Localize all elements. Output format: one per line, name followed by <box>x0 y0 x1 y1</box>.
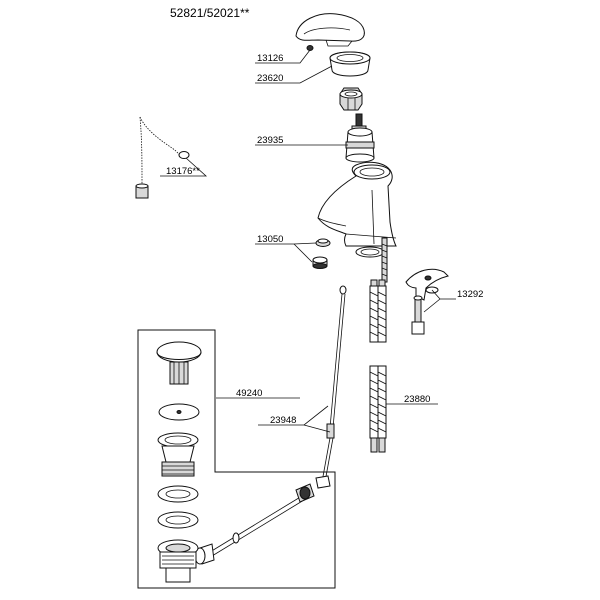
part-label-13050: 13050 <box>257 234 283 245</box>
pivot-rod <box>194 483 315 565</box>
part-label-13176: 13176** <box>166 166 200 177</box>
faucet-body <box>317 161 397 247</box>
mounting-bolt <box>411 295 425 335</box>
part-label-23620: 23620 <box>257 73 283 84</box>
drain-threaded-sleeve <box>161 461 195 477</box>
aerator-parts <box>312 238 331 269</box>
chain-and-stopper <box>135 116 190 199</box>
drain-body <box>157 539 199 583</box>
part-label-23880: 23880 <box>404 394 430 405</box>
mounting-bracket <box>405 268 449 301</box>
drain-assembly-box <box>137 329 336 589</box>
drain-gasket-1 <box>157 485 199 503</box>
part-label-23948: 23948 <box>270 415 296 426</box>
cap-ring <box>329 51 371 77</box>
grub-screw <box>306 45 314 51</box>
part-label-49240: 49240 <box>236 388 262 399</box>
drain-seal-washer <box>158 403 200 421</box>
model-number-title: 52821/52021** <box>170 6 250 20</box>
lever-handle <box>295 13 365 47</box>
base-o-ring <box>355 246 385 258</box>
leader-lines <box>160 49 456 433</box>
part-label-13292: 13292 <box>457 289 483 300</box>
part-label-13126: 13126 <box>257 53 283 64</box>
threaded-stud <box>381 237 388 283</box>
part-label-23935: 23935 <box>257 135 283 146</box>
drain-plug-cap <box>156 341 202 385</box>
flex-hoses <box>369 279 387 453</box>
hex-nut <box>339 87 363 111</box>
cartridge <box>345 113 375 163</box>
pop-up-lift-rod <box>315 285 347 489</box>
drain-gasket-2 <box>157 511 199 529</box>
drain-flange <box>157 432 199 463</box>
